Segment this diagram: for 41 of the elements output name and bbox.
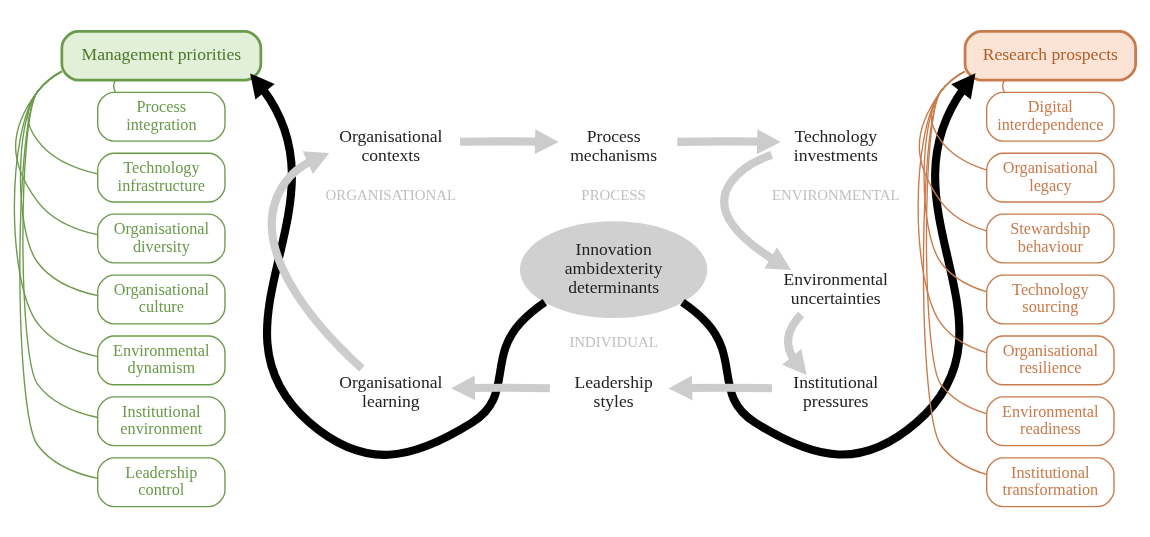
label: PROCESS (581, 186, 646, 203)
node-box: Organisational culture (97, 273, 226, 324)
node-box: Management priorities (60, 29, 263, 81)
arrow (720, 150, 792, 270)
node-text: Process mechanisms (570, 125, 658, 165)
node-text: Organisational learning (339, 371, 443, 411)
node-box: Process integration (97, 91, 226, 142)
node-box: Stewardship behaviour (986, 213, 1115, 264)
node-ellipse: Innovation ambidexterity determinants (519, 220, 708, 318)
arrow (451, 375, 550, 400)
node-box: Leadership control (97, 456, 226, 507)
node-box: Institutional transformation (986, 456, 1115, 507)
node-text: Environmental uncertainties (783, 268, 888, 308)
arrow (268, 150, 365, 371)
node-box: Organisational legacy (986, 152, 1115, 203)
connector (1001, 79, 1005, 93)
node-text: Organisational contexts (339, 125, 443, 165)
node-box: Institutional environment (97, 395, 226, 446)
node-box: Organisational diversity (97, 213, 226, 264)
label: INDIVIDUAL (569, 333, 658, 350)
node-text: Institutional pressures (793, 371, 879, 411)
arrow (668, 375, 773, 400)
node-box: Organisational resilience (986, 334, 1115, 385)
connector (112, 79, 116, 93)
node-text: Leadership styles (574, 371, 653, 411)
node-text: Technology investments (793, 125, 878, 165)
node-box: Digital interdependence (986, 91, 1115, 142)
connector (922, 70, 987, 475)
arrow (250, 72, 548, 459)
node-box: Research prospects (963, 29, 1137, 81)
node-box: Technology sourcing (986, 273, 1115, 324)
arrow (680, 72, 976, 458)
arrow (459, 128, 559, 154)
label: ENVIRONMENTAL (771, 186, 900, 203)
node-box: Environmental dynamism (97, 334, 226, 385)
label: ORGANISATIONAL (325, 186, 457, 203)
connector (19, 70, 99, 479)
node-box: Technology infrastructure (97, 152, 226, 203)
node-box: Environmental readiness (986, 395, 1115, 446)
arrow (677, 128, 781, 154)
arrow (782, 311, 807, 375)
